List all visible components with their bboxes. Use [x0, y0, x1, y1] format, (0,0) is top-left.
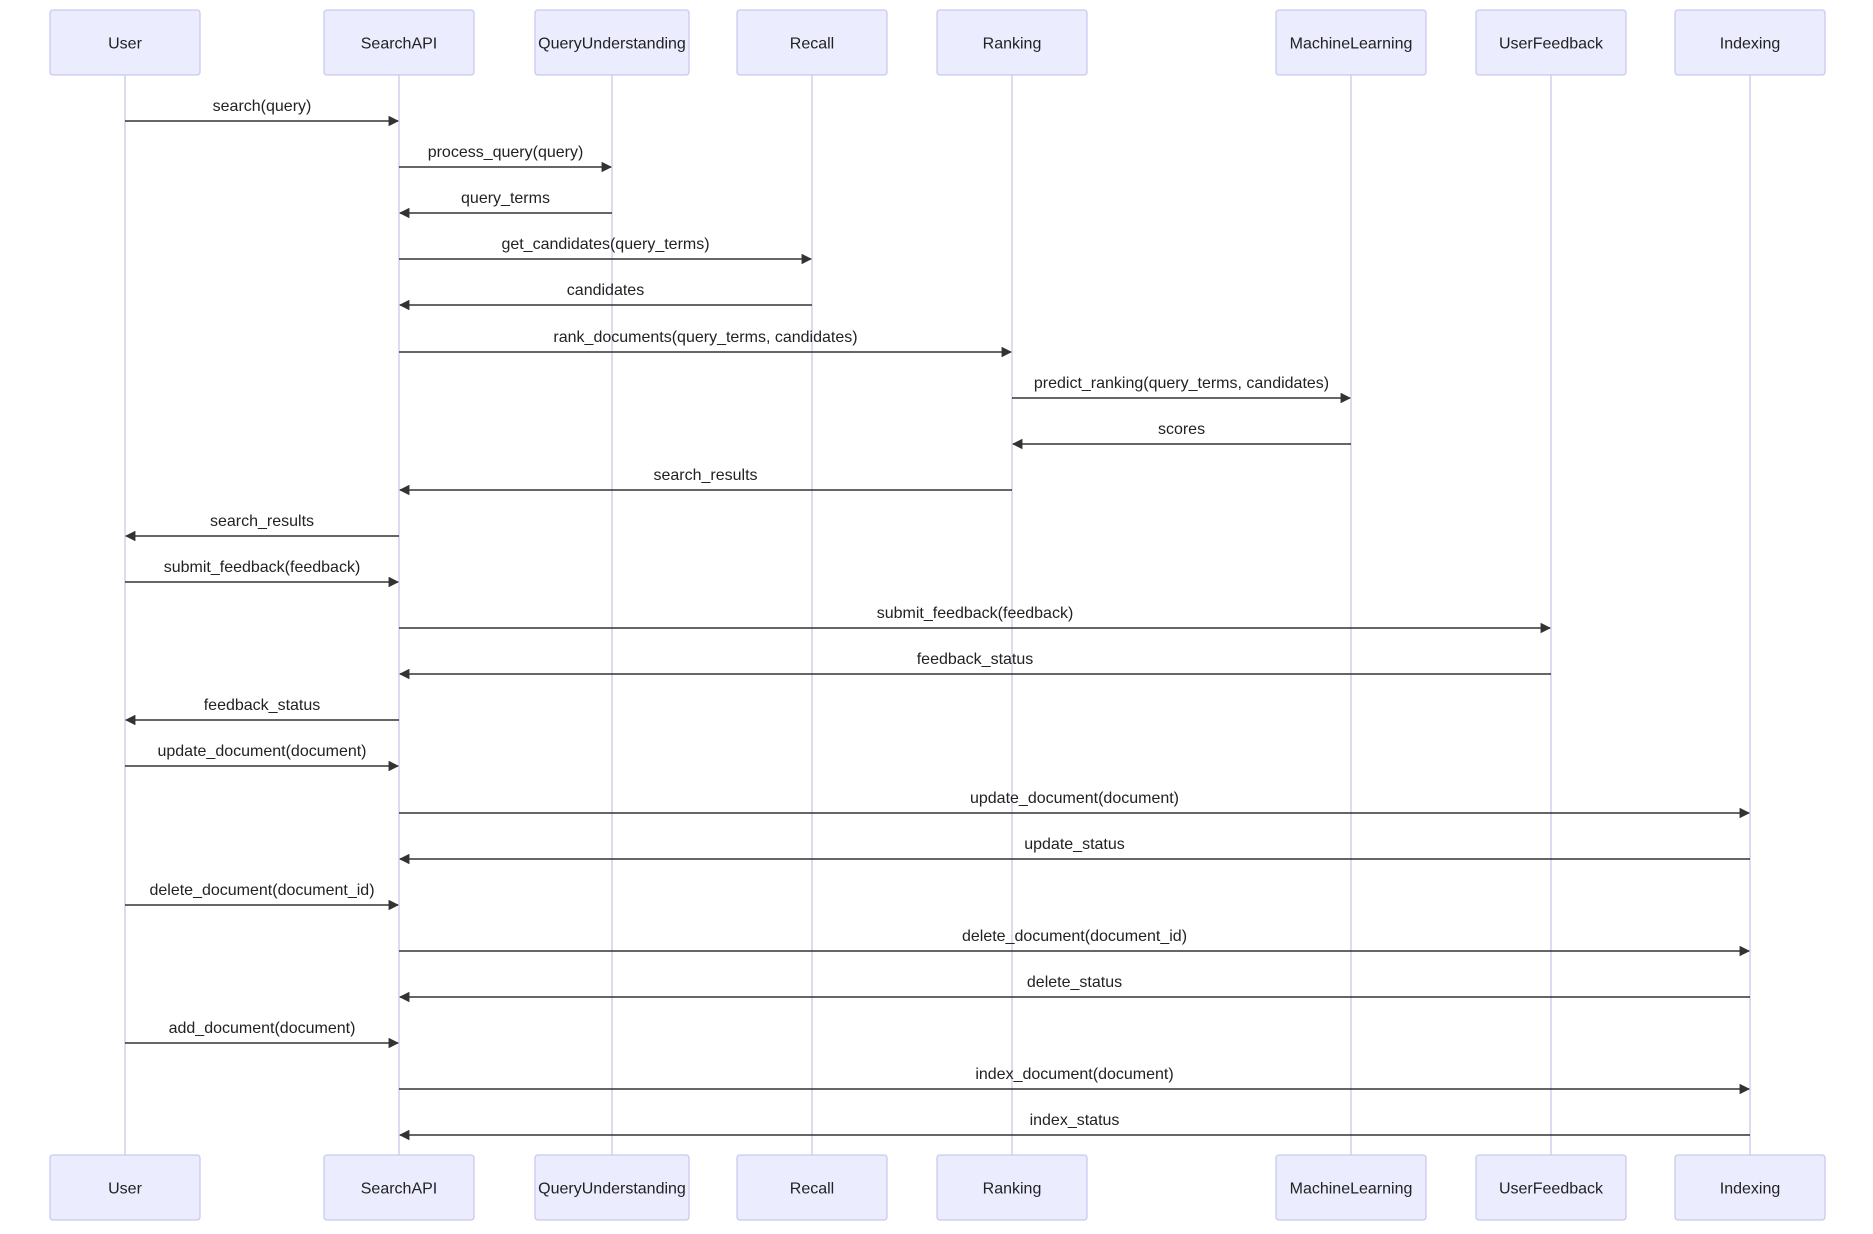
- message-3: query_terms: [398, 190, 612, 219]
- message-label: search_results: [653, 467, 757, 484]
- message-21: add_document(document): [125, 1020, 400, 1049]
- message-label: delete_document(document_id): [962, 928, 1187, 945]
- message-9: search_results: [398, 467, 1012, 496]
- message-19: delete_document(document_id): [399, 928, 1751, 957]
- actor-indexing-top[interactable]: Indexing: [1674, 9, 1826, 76]
- actor-label: SearchAPI: [361, 36, 437, 53]
- actor-queryunderstanding-bottom[interactable]: QueryUnderstanding: [534, 1154, 690, 1221]
- actor-label: Recall: [790, 36, 834, 53]
- message-12: submit_feedback(feedback): [399, 605, 1552, 634]
- actor-box: [1275, 1154, 1427, 1221]
- actor-box: [936, 1154, 1088, 1221]
- message-16: update_document(document): [399, 790, 1751, 819]
- message-15: update_document(document): [125, 743, 400, 772]
- message-23: index_status: [398, 1112, 1750, 1141]
- actor-box: [323, 1154, 475, 1221]
- actor-ranking-bottom[interactable]: Ranking: [936, 1154, 1088, 1221]
- actor-label: User: [108, 36, 142, 53]
- message-label: submit_feedback(feedback): [164, 559, 361, 576]
- actor-searchapi-top[interactable]: SearchAPI: [323, 9, 475, 76]
- actor-box: [736, 9, 888, 76]
- actor-box: [49, 1154, 201, 1221]
- message-label: index_status: [1030, 1112, 1120, 1129]
- actor-recall-bottom[interactable]: Recall: [736, 1154, 888, 1221]
- actor-indexing-bottom[interactable]: Indexing: [1674, 1154, 1826, 1221]
- message-22: index_document(document): [399, 1066, 1751, 1095]
- actor-box: [534, 9, 690, 76]
- message-label: search(query): [213, 98, 312, 115]
- actor-box: [1475, 1154, 1627, 1221]
- message-2: process_query(query): [399, 144, 613, 173]
- actor-label: QueryUnderstanding: [538, 36, 686, 53]
- actor-machinelearning-bottom[interactable]: MachineLearning: [1275, 1154, 1427, 1221]
- message-label: search_results: [210, 513, 314, 530]
- message-label: delete_document(document_id): [149, 882, 374, 899]
- message-label: rank_documents(query_terms, candidates): [553, 329, 857, 346]
- message-20: delete_status: [398, 974, 1750, 1003]
- actor-user-bottom[interactable]: User: [49, 1154, 201, 1221]
- actor-label: QueryUnderstanding: [538, 1181, 686, 1198]
- message-label: update_status: [1024, 836, 1125, 853]
- actor-box: [1475, 9, 1627, 76]
- message-label: scores: [1158, 421, 1205, 438]
- message-1: search(query): [125, 98, 400, 127]
- actor-label: MachineLearning: [1290, 36, 1413, 53]
- message-17: update_status: [398, 836, 1750, 865]
- actor-label: UserFeedback: [1499, 1181, 1604, 1198]
- actor-label: Ranking: [983, 1181, 1042, 1198]
- actor-ranking-top[interactable]: Ranking: [936, 9, 1088, 76]
- message-label: candidates: [567, 282, 644, 299]
- message-label: feedback_status: [917, 651, 1034, 668]
- actor-recall-top[interactable]: Recall: [736, 9, 888, 76]
- actor-box: [1674, 1154, 1826, 1221]
- message-label: submit_feedback(feedback): [877, 605, 1074, 622]
- message-label: add_document(document): [169, 1020, 356, 1037]
- message-10: search_results: [124, 513, 399, 542]
- actor-label: Indexing: [1720, 36, 1781, 53]
- message-6: rank_documents(query_terms, candidates): [399, 329, 1013, 358]
- message-label: index_document(document): [975, 1066, 1173, 1083]
- actor-box: [1674, 9, 1826, 76]
- actor-box: [936, 9, 1088, 76]
- actor-user-top[interactable]: User: [49, 9, 201, 76]
- actor-label: UserFeedback: [1499, 36, 1604, 53]
- actor-label: User: [108, 1181, 142, 1198]
- message-5: candidates: [398, 282, 812, 311]
- actor-box: [323, 9, 475, 76]
- message-label: process_query(query): [428, 144, 584, 161]
- message-11: submit_feedback(feedback): [125, 559, 400, 588]
- message-13: feedback_status: [398, 651, 1551, 680]
- actor-box: [736, 1154, 888, 1221]
- actor-label: Ranking: [983, 36, 1042, 53]
- actor-label: Indexing: [1720, 1181, 1781, 1198]
- message-4: get_candidates(query_terms): [399, 236, 813, 265]
- actor-machinelearning-top[interactable]: MachineLearning: [1275, 9, 1427, 76]
- actor-queryunderstanding-top[interactable]: QueryUnderstanding: [534, 9, 690, 76]
- message-8: scores: [1011, 421, 1351, 450]
- message-label: feedback_status: [204, 697, 321, 714]
- message-label: update_document(document): [157, 743, 366, 760]
- actor-searchapi-bottom[interactable]: SearchAPI: [323, 1154, 475, 1221]
- actor-label: MachineLearning: [1290, 1181, 1413, 1198]
- actor-box: [534, 1154, 690, 1221]
- actor-label: SearchAPI: [361, 1181, 437, 1198]
- message-18: delete_document(document_id): [125, 882, 400, 911]
- message-label: get_candidates(query_terms): [501, 236, 709, 253]
- actor-userfeedback-top[interactable]: UserFeedback: [1475, 9, 1627, 76]
- actor-userfeedback-bottom[interactable]: UserFeedback: [1475, 1154, 1627, 1221]
- message-14: feedback_status: [124, 697, 399, 726]
- actor-box: [49, 9, 201, 76]
- message-label: delete_status: [1027, 974, 1122, 991]
- actor-box: [1275, 9, 1427, 76]
- message-label: query_terms: [461, 190, 550, 207]
- message-7: predict_ranking(query_terms, candidates): [1012, 375, 1352, 404]
- actor-label: Recall: [790, 1181, 834, 1198]
- message-label: update_document(document): [970, 790, 1179, 807]
- message-label: predict_ranking(query_terms, candidates): [1034, 375, 1329, 392]
